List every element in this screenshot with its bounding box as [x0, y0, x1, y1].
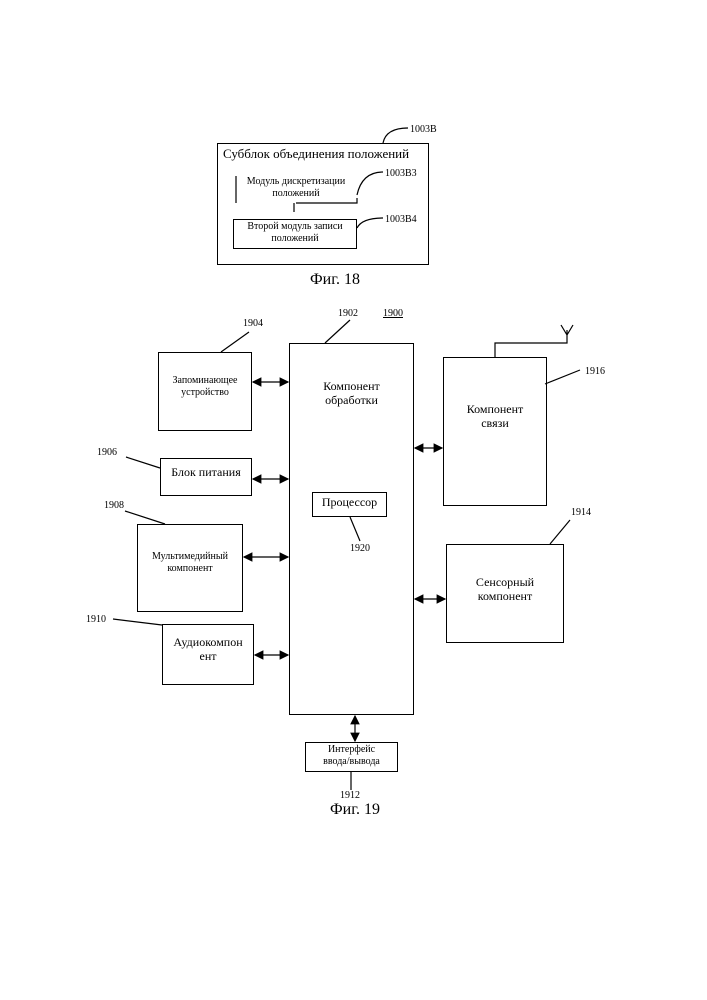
- power-leader: [126, 457, 160, 468]
- fig18-module1-bracket: [236, 176, 357, 212]
- fig18-module2-leader: [357, 218, 383, 228]
- audio-leader: [113, 619, 162, 625]
- multimedia-leader: [125, 511, 165, 524]
- antenna: [495, 325, 573, 357]
- processing-leader: [325, 320, 350, 343]
- comm-leader: [545, 370, 580, 384]
- memory-leader: [221, 332, 249, 352]
- fig18-module1-leader: [357, 172, 383, 195]
- sensor-leader: [550, 520, 570, 544]
- fig18-outer-leader: [383, 128, 408, 143]
- processor-leader: [350, 517, 360, 541]
